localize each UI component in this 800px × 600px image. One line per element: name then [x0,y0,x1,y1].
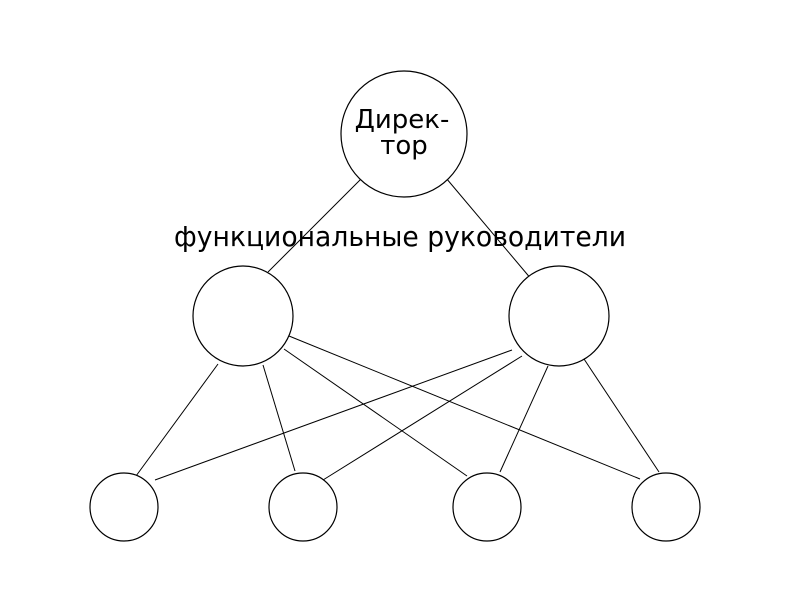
director-node [340,70,468,198]
worker-node-3 [452,472,522,542]
edge-manager-right-to-worker-3 [499,365,549,473]
edge-manager-right-to-worker-4 [583,358,660,473]
edge-manager-right-to-worker-1 [154,349,513,481]
director-label-line1: Дирек- [355,105,450,135]
functional-manager-node-left [192,265,294,367]
edge-manager-right-to-worker-2 [322,355,523,481]
edge-manager-left-to-worker-2 [262,364,296,472]
worker-node-1 [89,472,159,542]
edge-manager-left-to-worker-4 [288,335,641,480]
edge-director-to-manager-right [445,177,533,281]
edge-director-to-manager-left [267,177,363,273]
worker-node-2 [268,472,338,542]
edge-manager-left-to-worker-1 [135,363,219,477]
edge-manager-left-to-worker-3 [283,348,468,477]
functional-managers-label: функциональные руководители [174,220,626,253]
functional-manager-node-right [508,265,610,367]
worker-node-4 [631,472,701,542]
director-label-line2: тор [380,131,428,161]
